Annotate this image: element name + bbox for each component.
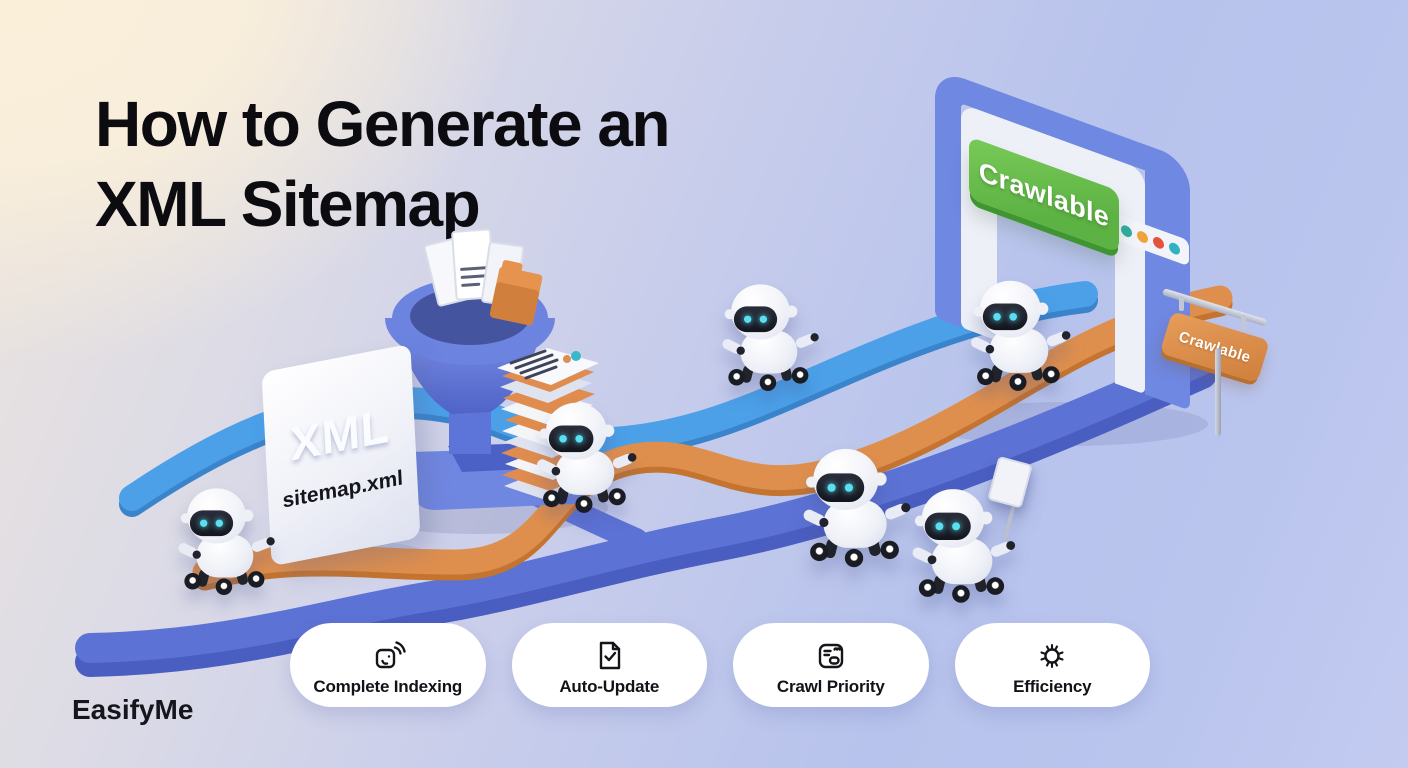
robot-eye — [200, 519, 208, 527]
signpost-link — [1241, 315, 1246, 330]
robot-visor — [733, 306, 778, 333]
orange-folder — [489, 260, 543, 326]
crawlable-signpost: Crawlable — [1159, 286, 1273, 436]
indexing-scan-icon — [375, 640, 406, 668]
page-title-line1: How to Generate an — [95, 88, 671, 160]
feature-pill-auto-update: Auto-Update — [511, 623, 707, 707]
robot-visor — [924, 512, 971, 541]
brand-logo: EasifyMe — [72, 694, 194, 725]
robot-eye — [827, 483, 836, 492]
stack-top-sheet — [497, 348, 599, 385]
browser-dot-icon — [1169, 240, 1180, 256]
crawl-path-orange — [192, 285, 1233, 591]
robot-eye — [844, 483, 853, 492]
robot-eye — [993, 313, 1001, 321]
robot-visor — [189, 510, 234, 537]
robot-eye — [952, 522, 960, 531]
xml-card-filename: sitemap.xml — [282, 466, 404, 513]
xml-sitemap-card: XML sitemap.xml — [261, 343, 421, 567]
robot-visor — [982, 303, 1028, 331]
page-title-line2: XML Sitemap — [95, 168, 481, 240]
robot-eye — [559, 435, 567, 443]
crawler-robot — [797, 447, 909, 568]
feature-pill-row: Complete Indexing Auto-Update Crawl Prio… — [290, 623, 1150, 707]
robot-eye — [575, 435, 583, 443]
xml-card-title: XML — [288, 399, 391, 471]
robot-eye — [1009, 313, 1017, 321]
feature-pill-crawl-priority: Crawl Priority — [733, 623, 929, 707]
crawler-robot — [716, 282, 817, 392]
signpost-pole — [1215, 348, 1221, 436]
feature-pill-label: Complete Indexing — [313, 676, 463, 696]
robot-eye — [744, 315, 752, 323]
robot-visor — [548, 425, 594, 453]
crawler-robot — [172, 486, 273, 596]
signpost-link — [1179, 296, 1184, 311]
crawler-robot — [965, 279, 1070, 391]
robot-eye — [935, 522, 944, 531]
browser-dot-icon — [1121, 223, 1132, 239]
document-check-icon — [600, 641, 621, 669]
gear-icon — [1040, 643, 1064, 668]
feature-pill-complete-indexing: Complete Indexing — [290, 623, 486, 707]
robot-visor — [816, 473, 865, 502]
browser-dot-icon — [1137, 229, 1148, 245]
feature-pill-label: Crawl Priority — [776, 676, 885, 696]
crawler-robot — [531, 401, 636, 513]
browser-dot-icon — [1153, 234, 1164, 250]
feature-pill-efficiency: Efficiency — [954, 623, 1150, 707]
crawler-robot — [906, 455, 1033, 603]
feature-pill-label: Efficiency — [1013, 676, 1092, 696]
priority-list-icon — [818, 643, 843, 668]
robot-eye — [759, 315, 767, 323]
feature-pill-label: Auto-Update — [559, 676, 660, 696]
page-title: How to Generate an XML Sitemap — [95, 84, 671, 244]
robot-eye — [215, 519, 223, 527]
